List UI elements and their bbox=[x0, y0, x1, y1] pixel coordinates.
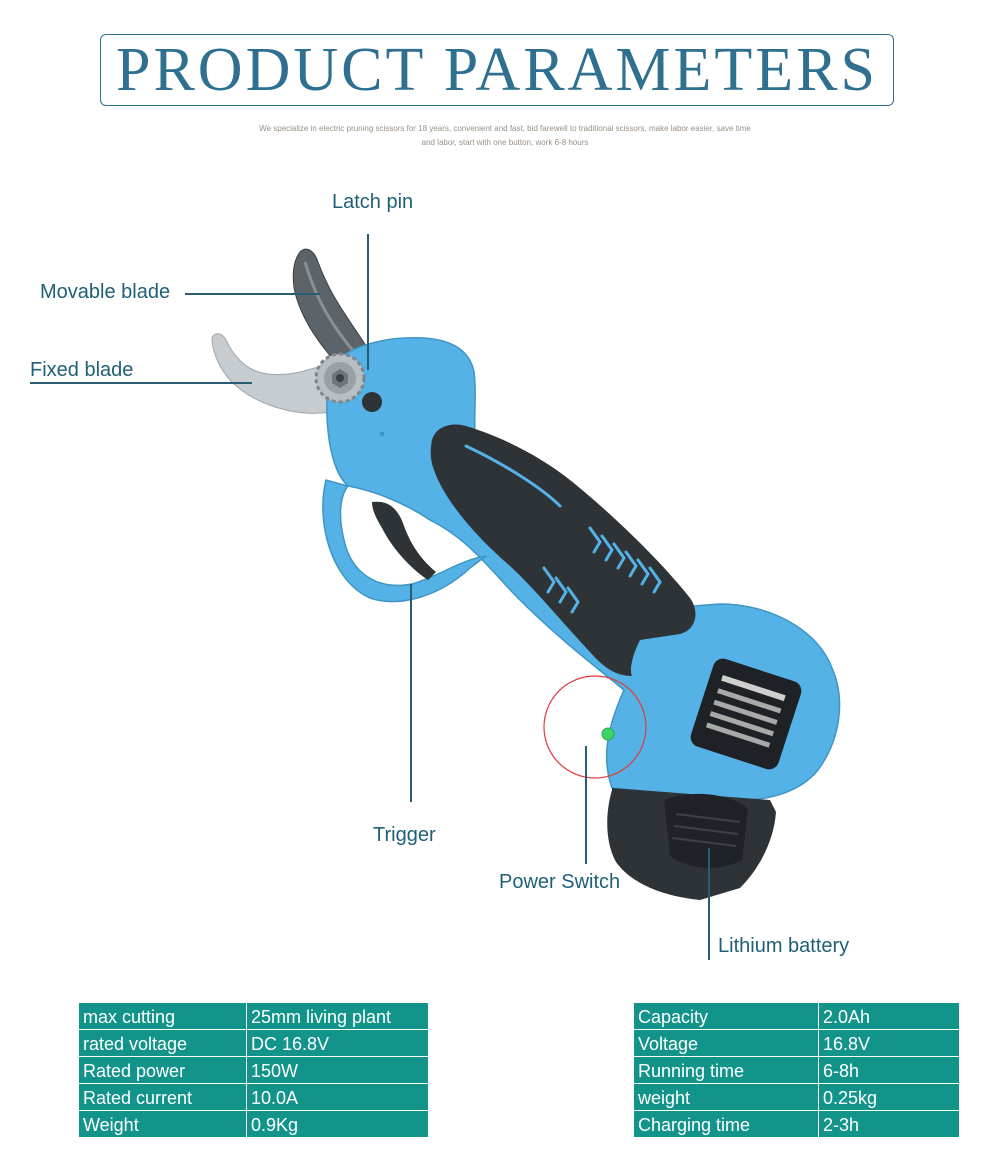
spec-value: 10.0A bbox=[246, 1083, 429, 1111]
spec-value: 25mm living plant bbox=[246, 1002, 429, 1030]
fixed-blade-leader bbox=[30, 382, 252, 384]
spec-label: Voltage bbox=[633, 1029, 819, 1057]
lithium-battery-leader bbox=[708, 848, 710, 960]
table-row: Running time 6-8h bbox=[633, 1056, 960, 1084]
pruning-shears-image bbox=[211, 248, 841, 900]
power-switch-highlight bbox=[543, 675, 647, 779]
lithium-battery-label: Lithium battery bbox=[718, 935, 850, 957]
spec-value: DC 16.8V bbox=[246, 1029, 429, 1057]
spec-label: Running time bbox=[633, 1056, 819, 1084]
spec-label: Weight bbox=[78, 1110, 247, 1138]
trigger-shape bbox=[372, 501, 436, 580]
page-title: PRODUCT PARAMETERS bbox=[115, 36, 879, 104]
table-row: Rated power 150W bbox=[78, 1056, 429, 1084]
grip-accent-lines bbox=[464, 444, 662, 614]
table-row: Weight 0.9Kg bbox=[78, 1110, 429, 1138]
pivot-gear bbox=[314, 352, 366, 404]
power-button-shape bbox=[601, 727, 615, 741]
movable-blade-label: Movable blade bbox=[40, 281, 171, 303]
table-row: Capacity 2.0Ah bbox=[633, 1002, 960, 1030]
spec-value: 2-3h bbox=[818, 1110, 960, 1138]
spec-label: Charging time bbox=[633, 1110, 819, 1138]
title-frame: PRODUCT PARAMETERS bbox=[100, 34, 894, 106]
latch-pin-leader bbox=[367, 234, 369, 370]
page-subtitle: We specialize in electric pruning scisso… bbox=[220, 122, 790, 150]
table-row: weight 0.25kg bbox=[633, 1083, 960, 1111]
specs-table-left: max cutting 25mm living plant rated volt… bbox=[78, 1002, 429, 1138]
spec-label: weight bbox=[633, 1083, 819, 1111]
table-row: Voltage 16.8V bbox=[633, 1029, 960, 1057]
power-switch-leader bbox=[585, 746, 587, 864]
spec-label: rated voltage bbox=[78, 1029, 247, 1057]
spec-value: 6-8h bbox=[818, 1056, 960, 1084]
spec-value: 150W bbox=[246, 1056, 429, 1084]
specs-table-right: Capacity 2.0Ah Voltage 16.8V Running tim… bbox=[633, 1002, 960, 1138]
table-row: Rated current 10.0A bbox=[78, 1083, 429, 1111]
spec-label: max cutting bbox=[78, 1002, 247, 1030]
spec-label: Rated power bbox=[78, 1056, 247, 1084]
trigger-leader bbox=[410, 584, 412, 802]
grip-shape bbox=[430, 424, 696, 676]
fixed-blade-shape bbox=[211, 333, 331, 414]
subtitle-line-2: and labor, start with one button, work 6… bbox=[421, 138, 589, 147]
spec-label: Rated current bbox=[78, 1083, 247, 1111]
fixed-blade-label: Fixed blade bbox=[30, 359, 134, 381]
table-row: rated voltage DC 16.8V bbox=[78, 1029, 429, 1057]
movable-blade-leader bbox=[185, 293, 320, 295]
latch-pin-label: Latch pin bbox=[332, 191, 414, 213]
trigger-guard-shape bbox=[322, 479, 487, 603]
table-row: Charging time 2-3h bbox=[633, 1110, 960, 1138]
spec-label: Capacity bbox=[633, 1002, 819, 1030]
spec-value: 0.25kg bbox=[818, 1083, 960, 1111]
spec-value: 0.9Kg bbox=[246, 1110, 429, 1138]
table-row: max cutting 25mm living plant bbox=[78, 1002, 429, 1030]
power-switch-label: Power Switch bbox=[499, 871, 621, 893]
spec-value: 2.0Ah bbox=[818, 1002, 960, 1030]
spec-value: 16.8V bbox=[818, 1029, 960, 1057]
subtitle-line-1: We specialize in electric pruning scisso… bbox=[259, 124, 751, 133]
trigger-label: Trigger bbox=[373, 824, 436, 846]
